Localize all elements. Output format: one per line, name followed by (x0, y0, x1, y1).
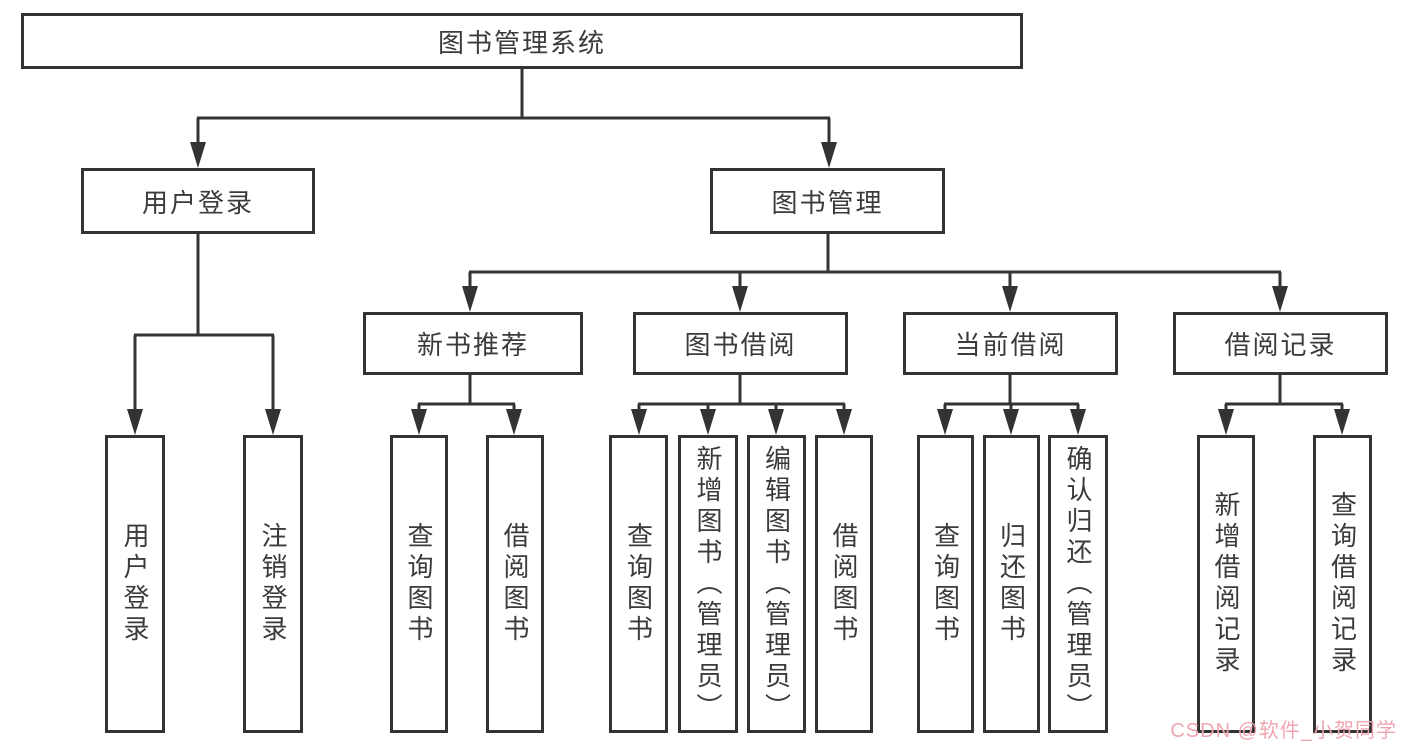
arrowhead (462, 286, 478, 312)
node-label: 查询图书 (404, 522, 434, 646)
leaf-add-book-admin: 新增图书（管理员） (678, 435, 738, 733)
node-label: 借阅图书 (500, 522, 530, 646)
connector-borrow-records-children (1224, 373, 1344, 415)
leaf-confirm-return-admin: 确认归还（管理员） (1048, 435, 1108, 733)
arrowhead (821, 142, 837, 168)
node-label: 确认归还（管理员） (1063, 444, 1093, 724)
leaf-edit-book-admin: 编辑图书（管理员） (747, 435, 806, 733)
connector-current-borrow-children (943, 373, 1080, 415)
connector-book-management-sections (468, 233, 1282, 292)
leaf-return-book: 归还图书 (983, 435, 1040, 733)
node-borrow-records: 借阅记录 (1173, 312, 1388, 375)
arrowhead (631, 409, 647, 435)
node-label: 用户登录 (120, 522, 150, 646)
leaf-borrow-books-recommend: 借阅图书 (486, 435, 544, 733)
node-label: 新增借阅记录 (1211, 491, 1241, 677)
node-label: 图书管理 (771, 187, 884, 218)
node-label: 新书推荐 (416, 330, 529, 360)
leaf-query-books-recommend: 查询图书 (390, 435, 448, 733)
arrowhead (190, 142, 206, 168)
arrowhead (836, 409, 852, 435)
leaf-query-books-borrow: 查询图书 (609, 435, 668, 733)
node-label: 归还图书 (996, 522, 1027, 646)
node-current-borrow: 当前借阅 (903, 312, 1118, 375)
arrowhead (265, 409, 281, 435)
node-book-management: 图书管理 (710, 168, 945, 234)
node-label: 注销登录 (258, 522, 288, 646)
node-label: 图书管理系统 (437, 27, 606, 58)
leaf-logout: 注销登录 (243, 435, 303, 733)
node-label: 查询图书 (930, 522, 961, 646)
arrowhead (411, 409, 427, 435)
connector-book-borrow-children (637, 373, 846, 415)
node-label: 查询借阅记录 (1327, 491, 1358, 677)
node-library-management-system: 图书管理系统 (21, 13, 1023, 69)
arrowhead (768, 409, 784, 435)
connector-root-to-level2 (196, 67, 831, 148)
node-label: 用户登录 (141, 187, 254, 218)
arrowhead (506, 409, 522, 435)
arrowhead (1218, 409, 1234, 435)
arrowhead (732, 286, 748, 312)
arrowhead (1003, 409, 1019, 435)
node-label: 查询图书 (623, 522, 654, 646)
arrowhead (937, 409, 953, 435)
leaf-borrow-books: 借阅图书 (815, 435, 873, 733)
node-label: 新增图书（管理员） (693, 444, 723, 724)
leaf-query-books-current: 查询图书 (917, 435, 974, 733)
csdn-watermark: CSDN @软件_小贺同学 (1170, 720, 1397, 742)
arrowhead (1002, 286, 1018, 312)
node-label: 借阅记录 (1224, 330, 1337, 360)
node-book-borrow: 图书借阅 (633, 312, 848, 375)
arrowhead (1070, 409, 1086, 435)
connector-user-login-children (133, 233, 275, 415)
node-user-login: 用户登录 (81, 168, 315, 234)
node-label: 借阅图书 (829, 522, 859, 646)
node-new-book-recommend: 新书推荐 (363, 312, 583, 375)
arrowhead (127, 409, 143, 435)
leaf-query-borrow-record: 查询借阅记录 (1313, 435, 1372, 733)
leaf-add-borrow-record: 新增借阅记录 (1197, 435, 1255, 733)
node-label: 图书借阅 (684, 330, 797, 360)
arrowhead (1272, 286, 1288, 312)
leaf-user-login: 用户登录 (105, 435, 165, 733)
connector-new-book-recommend-children (417, 373, 516, 415)
node-label: 当前借阅 (954, 330, 1067, 360)
arrowhead (700, 409, 716, 435)
node-label: 编辑图书（管理员） (761, 444, 792, 724)
arrowhead (1334, 409, 1350, 435)
